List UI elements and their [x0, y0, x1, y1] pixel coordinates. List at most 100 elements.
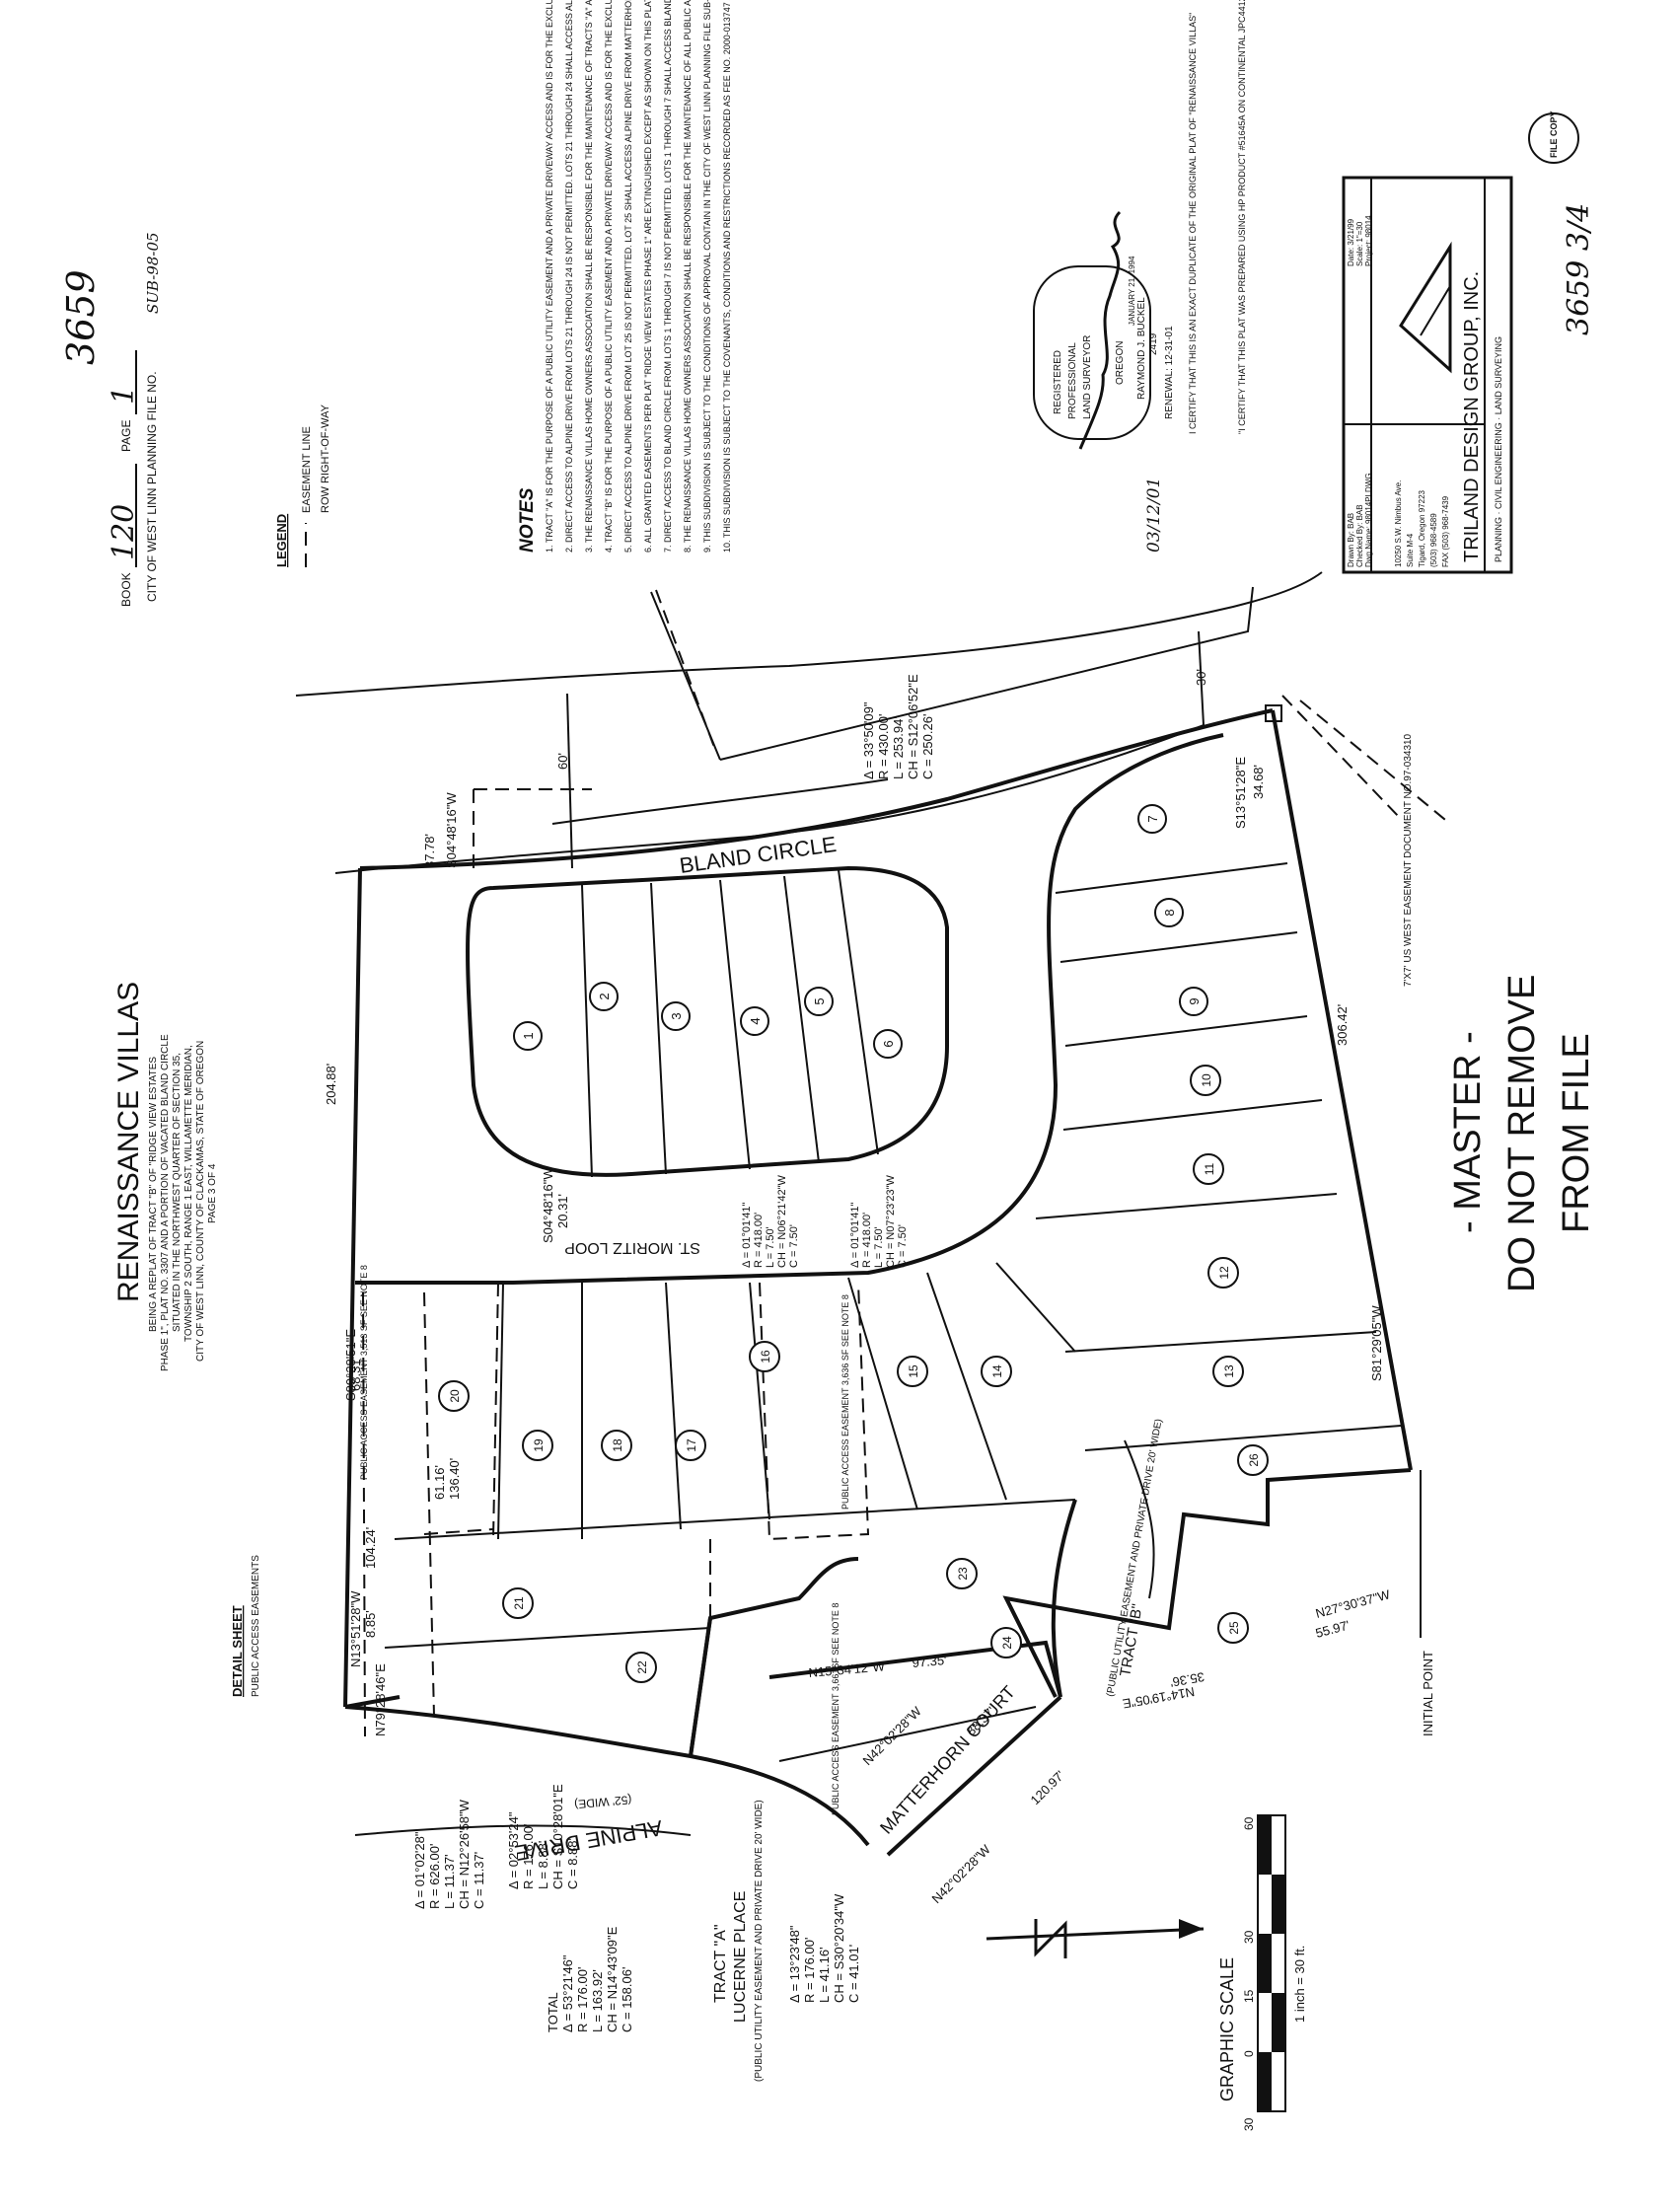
- lot-26: 26: [1237, 1444, 1269, 1476]
- lot-21: 21: [502, 1587, 534, 1619]
- handwritten-sheet-code: 3659 3/4: [1562, 203, 1596, 335]
- scale-title: GRAPHIC SCALE: [1217, 1957, 1237, 2101]
- svg-text:14: 14: [990, 1364, 1004, 1378]
- lot-14: 14: [981, 1356, 1012, 1387]
- legend-item-row: ROW RIGHT-OF-WAY: [320, 404, 331, 513]
- bland-curve-data: Δ = 33°50'09" R = 430.00' L = 253.94' CH…: [861, 674, 935, 779]
- plat-title: RENAISSANCE VILLAS BEING A REPLAT OF TRA…: [112, 982, 218, 1371]
- curve-b-line: L = 8.88': [536, 1841, 550, 1889]
- bearing-s04b-value: 20.31': [555, 1194, 570, 1228]
- bland-circle-nw-line: [650, 586, 1254, 761]
- lot-9: 9: [1179, 987, 1208, 1016]
- public-access-easement: [423, 1291, 435, 1718]
- signed-date: 03/12/01: [1144, 478, 1164, 553]
- lot-line: [838, 869, 879, 1155]
- bland-circle-outer-row: [295, 571, 1323, 697]
- company-name: TRILAND DESIGN GROUP, INC.: [1461, 271, 1483, 562]
- lot-line: [497, 1282, 504, 1540]
- stamp-line-2: PROFESSIONAL: [1067, 342, 1078, 419]
- matterhorn-court-label: MATTERHORN COURT: [876, 1682, 1019, 1838]
- matterhorn-court-line: [778, 1706, 1037, 1762]
- notes-title: NOTES: [517, 487, 538, 553]
- dim-30-arrow: [1198, 630, 1205, 726]
- plat-desc-6: PAGE 3 OF 4: [207, 1163, 218, 1223]
- company-services: PLANNING · CIVIL ENGINEERING · LAND SURV…: [1494, 336, 1503, 562]
- bland-curve-line: L = 253.94': [891, 716, 906, 779]
- master-stamp: - MASTER - DO NOT REMOVE FROM FILE: [1447, 975, 1597, 1292]
- dimension-labels: 60' 30' 204.88' 306.42' S89°28'51"E S81°…: [324, 669, 1392, 2032]
- dim-204: 204.88': [324, 1064, 338, 1105]
- bland-curve-line: C = 250.26': [920, 714, 935, 779]
- tb-address-1: 10250 S.W. Nimbus Ave.: [1394, 480, 1403, 567]
- note-5: 5. DIRECT ACCESS TO ALPINE DRIVE FROM LO…: [623, 0, 633, 553]
- lot-7: 7: [1137, 804, 1167, 834]
- svg-text:4: 4: [748, 1017, 763, 1024]
- curve-c-line: L = 41.16': [817, 1947, 832, 2003]
- planning-file-value: SUB-98-05: [144, 232, 162, 314]
- lot-15: 15: [897, 1356, 928, 1387]
- dim-6831: 68.31': [348, 1357, 363, 1391]
- stamp-state: OREGON: [1115, 341, 1126, 385]
- tb-project: Project: 98014: [1364, 215, 1373, 266]
- svg-text:22: 22: [635, 1660, 649, 1674]
- checked-by: Checked By: BAB: [1355, 504, 1364, 567]
- lot-line: [1064, 1331, 1377, 1353]
- island-lots-outline: [466, 865, 949, 1177]
- plat-desc-5: CITY OF WEST LINN, COUNTY OF CLACKAMAS, …: [195, 1041, 206, 1362]
- lot-markers: 1 2 3 4 5 6 7 8 9 10 11 12 13 14 15 16 1…: [438, 804, 1269, 1683]
- bearing-n42a: N42°02'28"W: [860, 1703, 925, 1768]
- stamp-box: [1033, 265, 1151, 440]
- svg-text:1: 1: [521, 1032, 536, 1039]
- scale-bar-segment: [1258, 1815, 1272, 1875]
- lot-line: [749, 1282, 770, 1520]
- bearing-n27-value: 55.97': [1314, 1617, 1351, 1641]
- lot-line: [926, 1272, 1007, 1501]
- tb-address-5: FAX (503) 968-7439: [1441, 495, 1450, 567]
- bearing-s13-value: 34.68': [1251, 765, 1266, 799]
- page-label: PAGE: [119, 420, 133, 452]
- curve-d-line: L = 7.50': [765, 1226, 776, 1268]
- triland-logo-line: [1420, 285, 1451, 336]
- svg-text:24: 24: [1000, 1636, 1014, 1650]
- stamp-line-1: REGISTERED: [1053, 350, 1063, 414]
- note-10: 10. THIS SUBDIVISION IS SUBJECT TO THE C…: [722, 0, 732, 553]
- bearing-n15: N15°34'12"W: [808, 1658, 886, 1680]
- bearing-s81: S81°29'05"W: [1369, 1305, 1384, 1381]
- page-value: 1: [107, 386, 141, 405]
- legend: LEGEND EASEMENT LINE ROW RIGHT-OF-WAY: [274, 404, 331, 567]
- bearing-n15-value: 97.35': [912, 1653, 947, 1670]
- stamp-line-3: LAND SURVEYOR: [1082, 335, 1093, 419]
- bland-circle-dashed-row: [655, 589, 716, 751]
- curve-c-line: Δ = 13°23'48": [787, 1925, 802, 2003]
- svg-text:13: 13: [1222, 1364, 1236, 1378]
- book-page-header: 3659 BOOK 120 PAGE 1 CITY OF WEST LINN P…: [59, 232, 162, 607]
- curve-e-line: R = 418.00': [861, 1213, 873, 1268]
- public-access-easement: [423, 1528, 494, 1535]
- surveyor-stamp: REGISTERED PROFESSIONAL LAND SURVEYOR OR…: [1033, 210, 1175, 553]
- graphic-scale: GRAPHIC SCALE 30 0 15 30 60 1 inch = 30 …: [1217, 1814, 1307, 2131]
- svg-text:11: 11: [1203, 1162, 1216, 1175]
- dim-136: 136.40': [447, 1458, 462, 1500]
- svg-text:2: 2: [597, 993, 612, 999]
- lot-25: 25: [1217, 1612, 1249, 1644]
- st-moritz-outer-arc: [359, 708, 1274, 870]
- dim-61: 61.16': [432, 1465, 447, 1500]
- north-arrow-icon: [986, 1919, 1205, 1958]
- curve-b-data: Δ = 02°53'24" R = 176.00' L = 8.88' CH =…: [506, 1784, 580, 1889]
- curve-c-line: C = 41.01': [846, 1945, 861, 2003]
- lot-22: 22: [625, 1652, 657, 1683]
- scale-tick-30: 30: [1242, 1930, 1256, 1944]
- note-2: 2. DIRECT ACCESS TO ALPINE DRIVE FROM LO…: [564, 0, 574, 553]
- triland-logo-mountain-icon: [1399, 241, 1452, 374]
- outer-boundary: [343, 709, 1413, 1709]
- drawn-by: Drawn By: BAB: [1347, 513, 1355, 567]
- lot-line: [783, 875, 820, 1163]
- curve-a-line: L = 11.37': [442, 1854, 457, 1909]
- curve-b-line: CH = S10°28'01"E: [550, 1784, 565, 1889]
- bearing-n79: N79°28'46"E: [373, 1663, 388, 1736]
- bearing-n13-value: 8.85': [363, 1610, 378, 1638]
- lot-line: [1064, 1015, 1308, 1047]
- scale-bar-segment: [1258, 2052, 1272, 2111]
- public-access-easement-3: PUBLIC ACCESS EASEMENT 3,661SF SEE NOTE …: [831, 1603, 840, 1815]
